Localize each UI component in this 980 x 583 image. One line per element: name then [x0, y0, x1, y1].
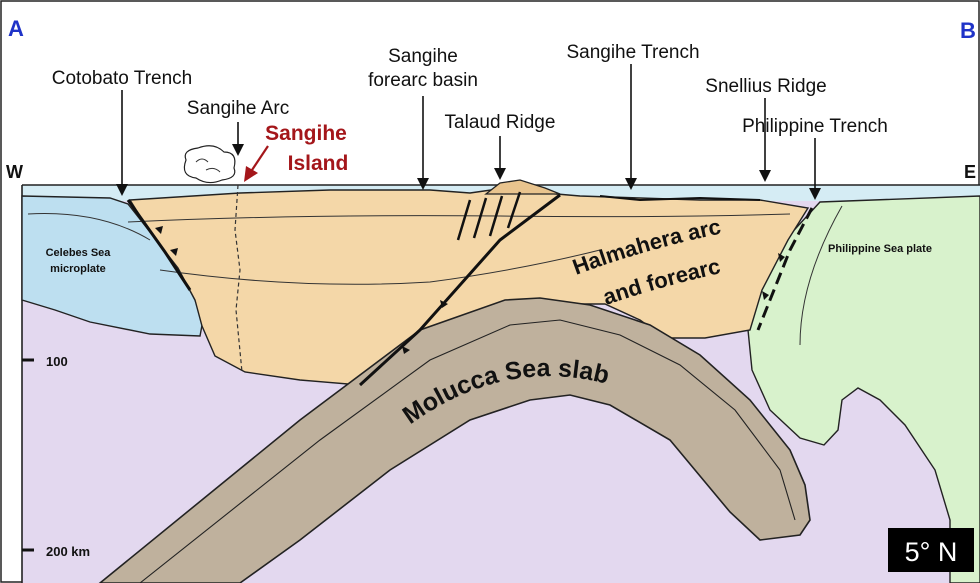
philippine-trench-label: Philippine Trench [742, 116, 888, 137]
corner-label-a: A [8, 16, 24, 41]
talaud-ridge-label: Talaud Ridge [445, 112, 556, 133]
snellius-ridge-label: Snellius Ridge [705, 76, 826, 97]
sangihe-island-label-2: Island [288, 152, 349, 175]
philippine-plate-label: Philippine Sea plate [828, 243, 932, 255]
depth-label-200: 200 km [46, 544, 90, 559]
sangihe-island-label-1: Sangihe [265, 122, 347, 145]
sangihe-trench-label: Sangihe Trench [566, 42, 699, 63]
corner-label-b: B [960, 18, 976, 43]
latitude-badge-text: 5° N [905, 537, 958, 567]
west-label: W [6, 162, 23, 182]
sangihe-arc-label: Sangihe Arc [187, 98, 289, 119]
east-label: E [964, 162, 976, 182]
cotobato-trench-label: Cotobato Trench [52, 68, 192, 89]
forearc-label-2: forearc basin [368, 70, 478, 91]
depth-label-100: 100 [46, 354, 68, 369]
forearc-label-1: Sangihe [388, 46, 458, 67]
celebes-label-1: Celebes Sea [46, 247, 112, 259]
celebes-label-2: microplate [50, 263, 106, 275]
